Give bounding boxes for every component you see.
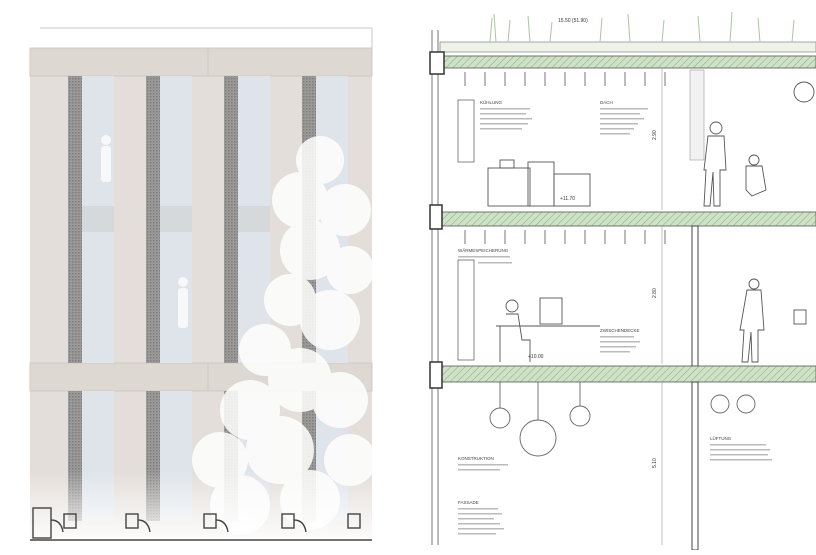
ceiling-lights-top (464, 72, 666, 86)
middle-slab (439, 211, 816, 227)
pendant-lamps (489, 382, 756, 457)
height-dim-middle: 2.80 (652, 288, 658, 298)
people-upper (703, 81, 815, 207)
base-detail (30, 507, 372, 541)
furniture-middle (496, 297, 600, 362)
note-cooling: KÜHLUNG (480, 99, 503, 105)
building-section: 15.50 (51.90) 2.90 KÜHLUNG DACH +11.70 (400, 0, 816, 551)
ceiling-lights-middle (464, 230, 666, 244)
facade-elevation (0, 0, 400, 550)
people-silhouettes (101, 135, 188, 328)
furniture-upper (487, 159, 591, 207)
note-roof: DACH (600, 100, 613, 105)
note-intermediate-ceiling: ZWISCHENDECKE (600, 328, 640, 333)
green-roof (439, 11, 816, 53)
roof-level-label: 15.50 (51.90) (558, 18, 588, 24)
note-construction: KONSTRUKTION (458, 456, 494, 461)
lower-slab (439, 365, 816, 383)
height-dim-lower: 5.10 (652, 458, 658, 468)
level-upper-label: +11.70 (560, 196, 575, 202)
person-middle (739, 278, 765, 363)
note-ventilation: LÜFTUNG (710, 435, 732, 441)
level-middle-label: +10.00 (528, 354, 544, 360)
roof-slab (439, 55, 816, 69)
note-thermal-storage: WÄRMESPEICHERUNG (458, 247, 509, 253)
height-dim-upper: 2.90 (652, 130, 658, 140)
note-facade: FASSADE (458, 500, 479, 505)
